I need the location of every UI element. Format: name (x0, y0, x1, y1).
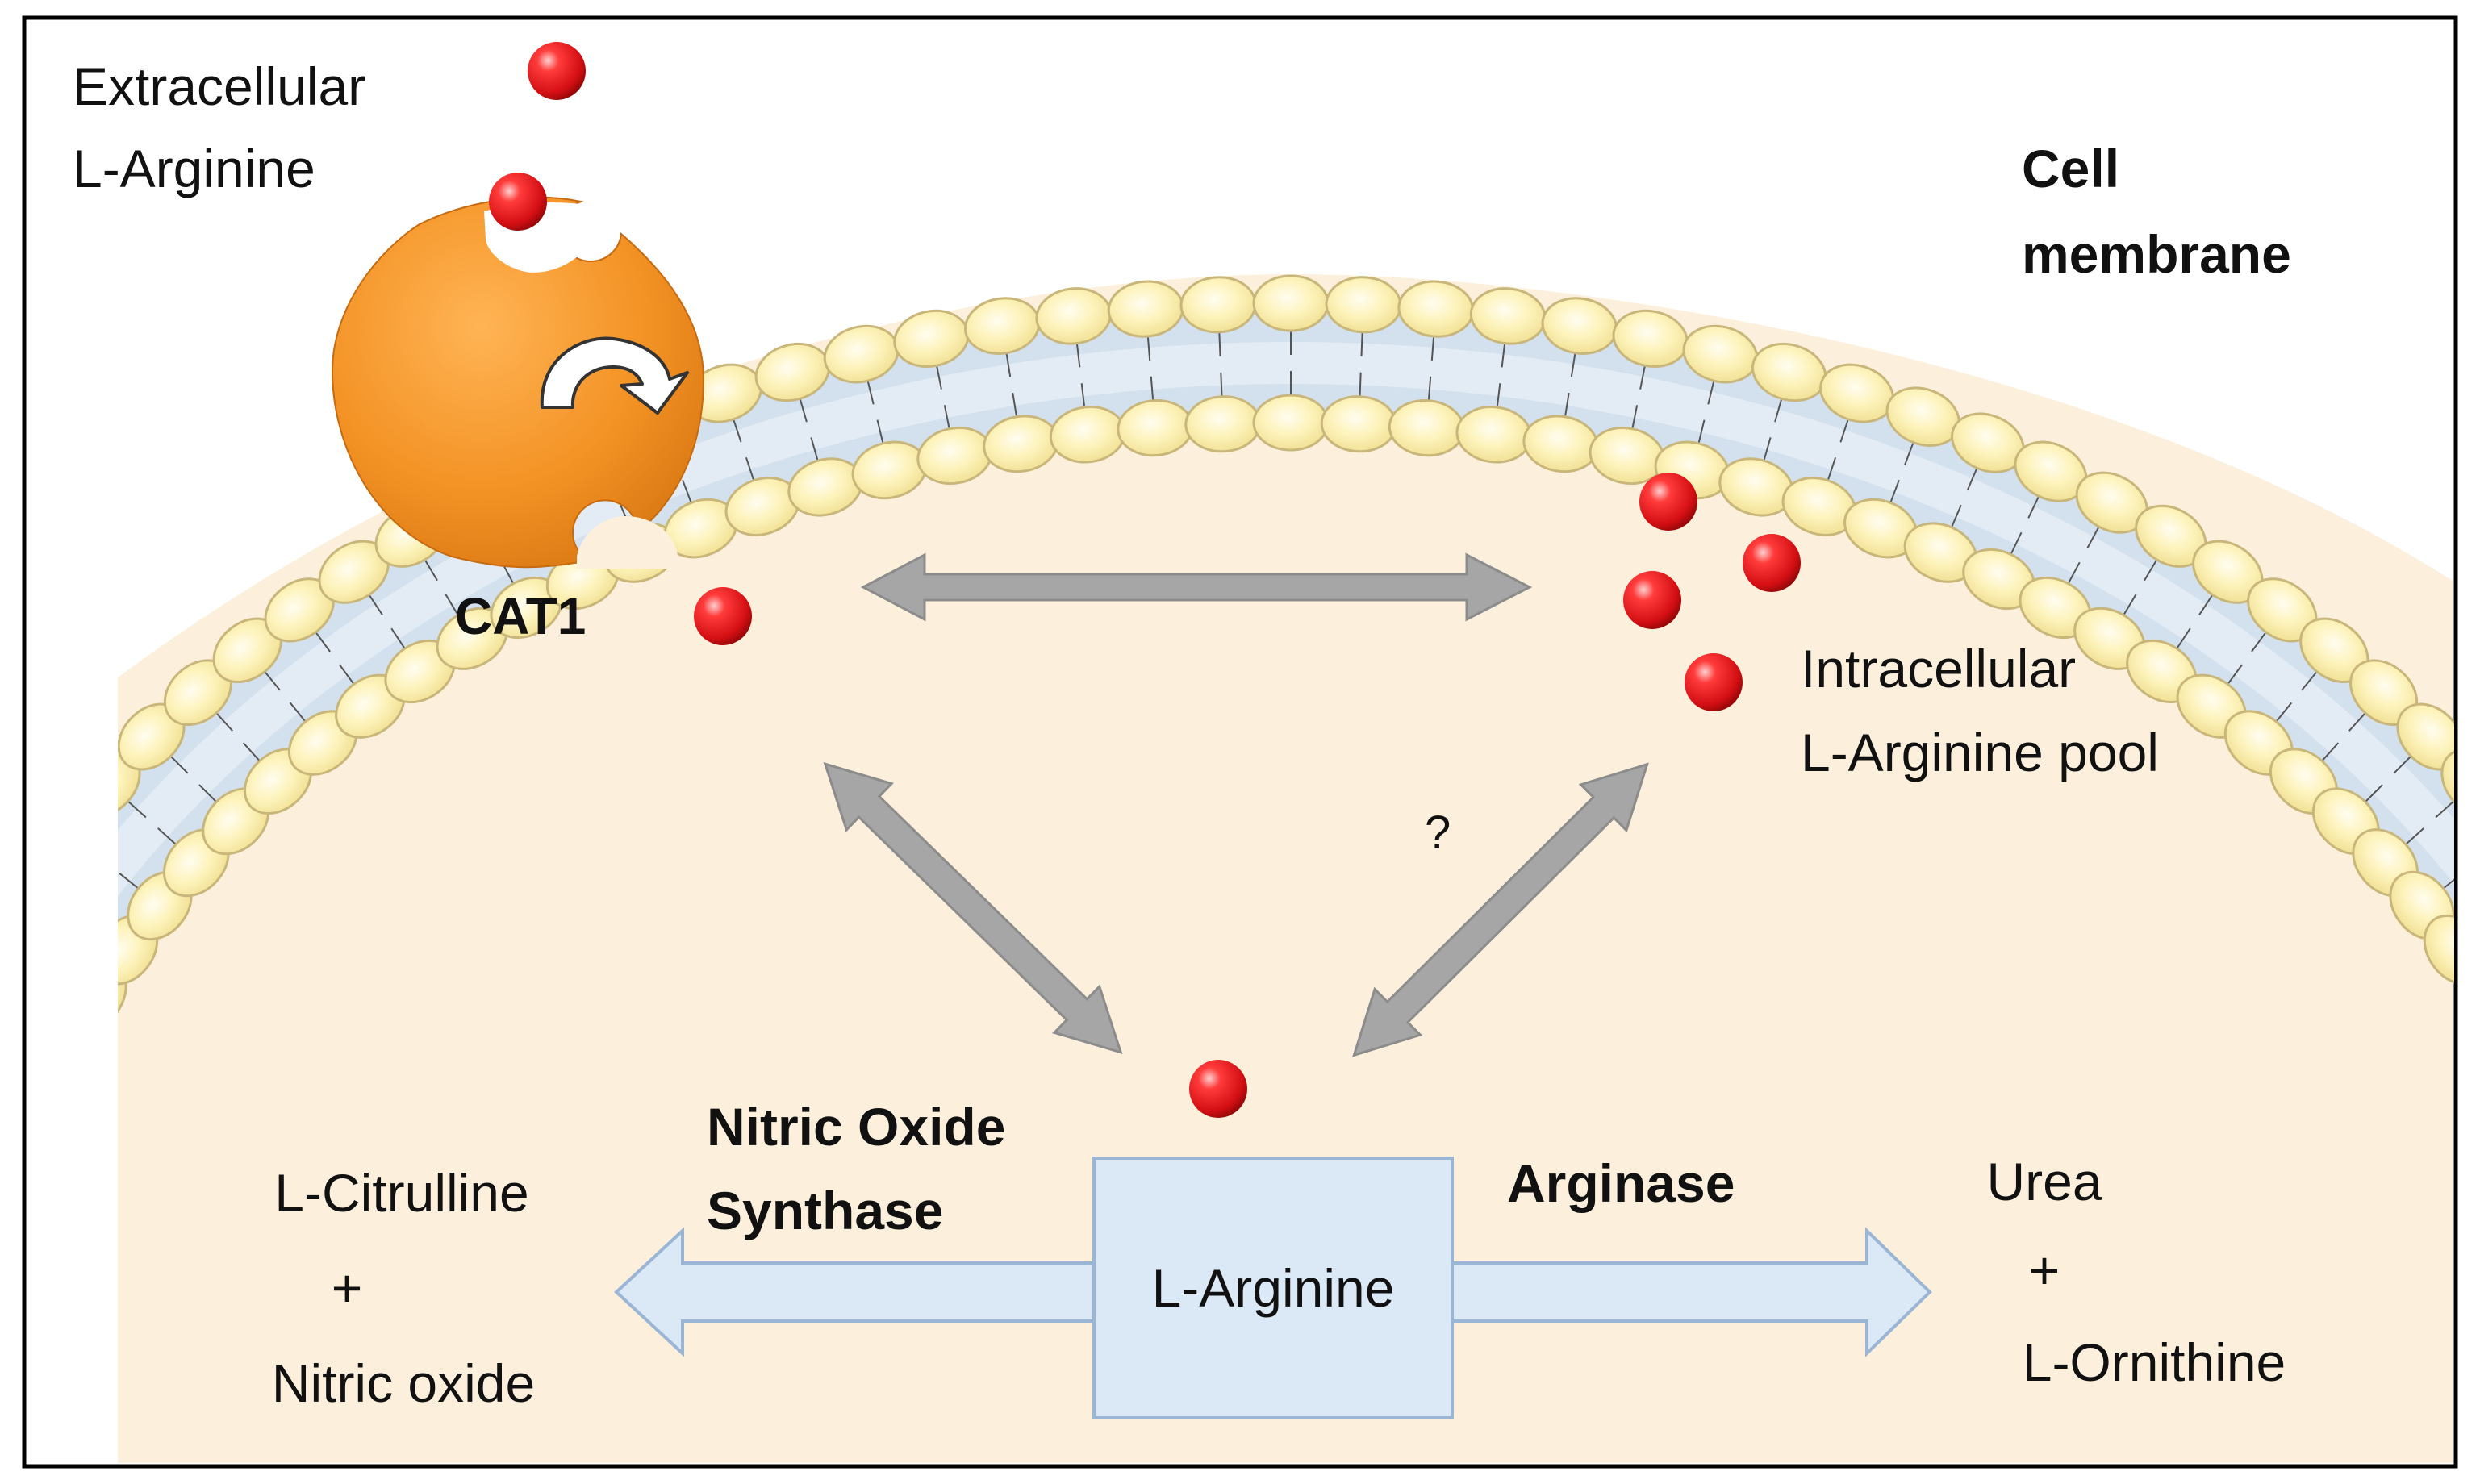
lipid-head (0, 1192, 25, 1278)
l-arginine-molecule-icon (1685, 653, 1743, 711)
transport-rotation-arrow-icon (540, 336, 689, 415)
cat1-transporter (331, 196, 705, 569)
lipid-head (118, 959, 127, 1032)
intracellular-label-line2: L-Arginine pool (1801, 723, 2159, 782)
lipid-head (2396, 702, 2454, 771)
lipid-head (2440, 748, 2454, 818)
l-arginine-box (1092, 1157, 1454, 1419)
question-mark-label: ? (1425, 807, 1451, 859)
urea-label: Urea (1986, 1152, 2102, 1211)
l-arginine-molecule-icon (1639, 473, 1697, 531)
labels: Extracellular L-Arginine Cell membrane C… (73, 56, 2291, 1413)
left-diagonal-arrow (823, 761, 1123, 1055)
lipid-head (0, 1243, 12, 1326)
left-plus-label: + (332, 1258, 363, 1318)
nitric-oxide-label: Nitric oxide (272, 1353, 535, 1413)
lipid-head (1252, 394, 1330, 452)
horizontal-exchange-arrow (860, 552, 1533, 622)
lipid-tail (2475, 831, 2480, 863)
lipid-head (1252, 274, 1330, 332)
lipid-head (0, 938, 6, 1029)
enzyme-reaction (614, 1157, 1932, 1419)
right-diagonal-arrow (1352, 762, 1649, 1057)
arginase-label: Arginase (1507, 1153, 1735, 1213)
lipid-tail (2456, 919, 2480, 949)
l-arginine-molecule-icon (489, 173, 547, 231)
l-arginine-molecule-icon (694, 587, 752, 645)
lipid-head (0, 1294, 2, 1375)
lipid-tail (0, 984, 9, 1009)
l-arginine-molecule-icon (1743, 534, 1801, 592)
cell-membrane-label-line1: Cell (2022, 139, 2119, 198)
cell-membrane-label-line2: membrane (2022, 224, 2291, 284)
l-arginine-molecule-icon (1189, 1060, 1247, 1118)
exchange-arrows (823, 552, 1649, 1057)
intracellular-label-line1: Intracellular (1801, 639, 2076, 698)
lipid-tail (2435, 799, 2454, 819)
cytoplasm-region (118, 274, 2453, 1463)
right-plus-label: + (2029, 1240, 2060, 1300)
l-arginine-molecule-icon (1623, 571, 1681, 629)
l-arginine-molecule-icon (528, 42, 586, 100)
lipid-tail (0, 1118, 23, 1137)
lipid-head (2472, 996, 2480, 1087)
extracellular-label-line1: Extracellular (73, 56, 365, 116)
cat1-label: CAT1 (455, 587, 586, 645)
lipid-head (2470, 785, 2480, 877)
l-arginine-center-label: L-Arginine (1152, 1258, 1395, 1318)
l-citrulline-label: L-Citrulline (274, 1163, 528, 1223)
extracellular-label-line2: L-Arginine (73, 139, 315, 198)
lipid-tail (0, 1169, 4, 1186)
lipid-head (2423, 914, 2454, 986)
nitric-oxide-synthase-label-line1: Nitric Oxide (707, 1097, 1005, 1157)
l-ornithine-label: L-Ornithine (2023, 1332, 2286, 1392)
l-arginine-molecules (489, 42, 1801, 1118)
cat1-bottom-notch (577, 516, 678, 569)
membrane-core-highlight (118, 341, 2454, 897)
nitric-oxide-synthase-label-line2: Synthase (707, 1181, 943, 1240)
